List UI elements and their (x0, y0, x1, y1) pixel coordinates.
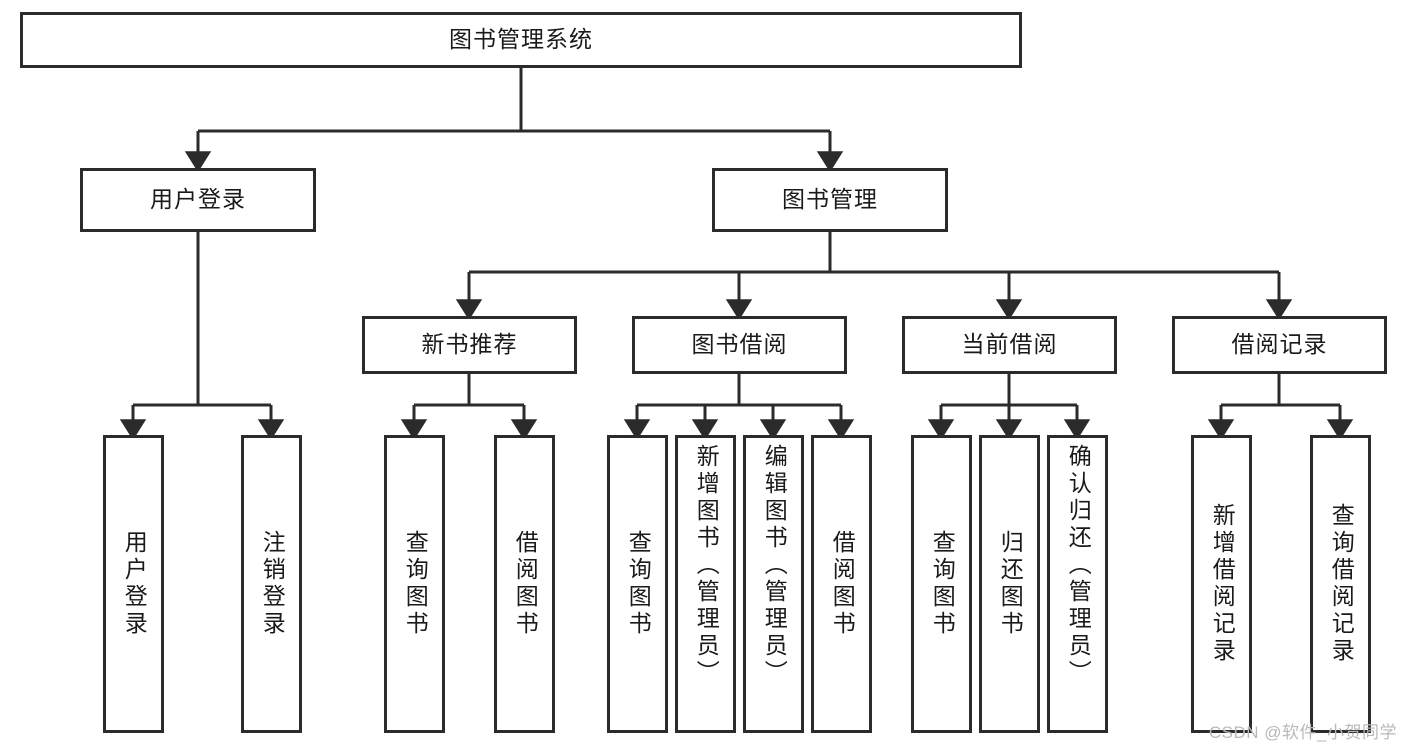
leaf-confirm-return-admin[interactable]: 确认归还（管理员） (1047, 435, 1108, 733)
leaf-query-borrow-record[interactable]: 查询借阅记录 (1310, 435, 1371, 733)
node-label: 新增借阅记录 (1209, 503, 1236, 665)
node-label: 借阅图书 (512, 530, 539, 638)
leaf-logout[interactable]: 注销登录 (241, 435, 302, 733)
leaf-user-login[interactable]: 用户登录 (103, 435, 164, 733)
node-borrow-record[interactable]: 借阅记录 (1172, 316, 1387, 374)
leaf-edit-book-admin[interactable]: 编辑图书（管理员） (743, 435, 804, 733)
node-user-login[interactable]: 用户登录 (80, 168, 316, 232)
node-current-borrow[interactable]: 当前借阅 (902, 316, 1117, 374)
node-new-book-recommend[interactable]: 新书推荐 (362, 316, 577, 374)
node-label: 当前借阅 (961, 331, 1058, 358)
leaf-return-book[interactable]: 归还图书 (979, 435, 1040, 733)
node-label: 查询借阅记录 (1328, 503, 1355, 665)
leaf-add-book-admin[interactable]: 新增图书（管理员） (675, 435, 736, 733)
node-label: 查询图书 (625, 530, 652, 638)
node-label: 注销登录 (259, 530, 286, 638)
node-label: 新增图书（管理员） (693, 444, 720, 687)
node-label: 借阅记录 (1231, 331, 1328, 358)
leaf-query-book-recommend[interactable]: 查询图书 (384, 435, 445, 733)
node-book-management[interactable]: 图书管理 (712, 168, 948, 232)
node-label: 确认归还（管理员） (1065, 444, 1092, 687)
node-label: 新书推荐 (421, 331, 518, 358)
leaf-borrow-book[interactable]: 借阅图书 (811, 435, 872, 733)
node-root-system[interactable]: 图书管理系统 (20, 12, 1022, 68)
node-label: 编辑图书（管理员） (761, 444, 788, 687)
node-label: 归还图书 (997, 530, 1024, 638)
leaf-borrow-book-recommend[interactable]: 借阅图书 (494, 435, 555, 733)
leaf-query-book-borrow[interactable]: 查询图书 (607, 435, 668, 733)
node-label: 用户登录 (150, 186, 246, 213)
node-book-borrow[interactable]: 图书借阅 (632, 316, 847, 374)
leaf-add-borrow-record[interactable]: 新增借阅记录 (1191, 435, 1252, 733)
node-label: 用户登录 (121, 530, 148, 638)
node-label: 查询图书 (929, 530, 956, 638)
node-label: 图书借阅 (691, 331, 788, 358)
node-label: 图书管理 (782, 186, 878, 213)
watermark-text: CSDN @软件_小贺同学 (1208, 723, 1397, 742)
leaf-query-book-current[interactable]: 查询图书 (911, 435, 972, 733)
node-label: 查询图书 (402, 530, 429, 638)
node-label: 图书管理系统 (449, 26, 593, 53)
node-label: 借阅图书 (829, 530, 856, 638)
